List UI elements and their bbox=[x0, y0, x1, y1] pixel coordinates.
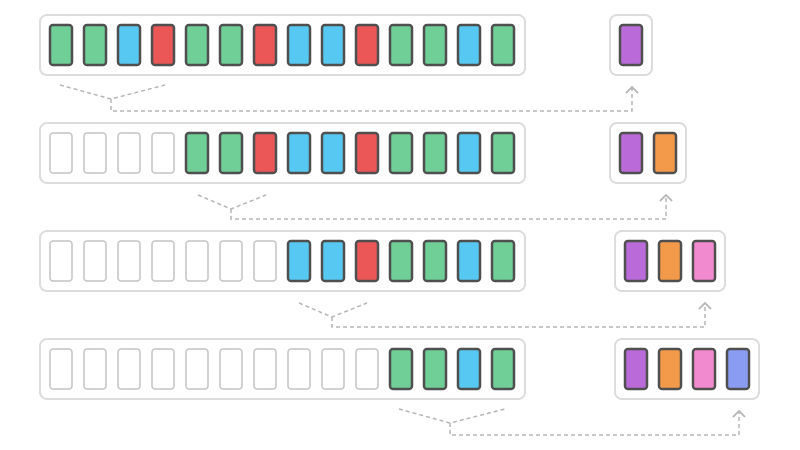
merged-token-periwinkle bbox=[725, 347, 751, 391]
merged-token-purple bbox=[623, 239, 649, 283]
arrow-up-icon bbox=[732, 409, 746, 418]
merge-bracket bbox=[59, 84, 166, 100]
token-red bbox=[252, 131, 278, 175]
arrow-up-icon bbox=[625, 85, 639, 94]
merge-connector bbox=[59, 84, 639, 112]
empty-slot bbox=[117, 348, 141, 390]
token-green bbox=[422, 23, 448, 67]
token-blue bbox=[286, 23, 312, 67]
merge-path bbox=[331, 303, 706, 328]
merged-token-orange bbox=[657, 239, 683, 283]
token-red bbox=[354, 239, 380, 283]
token-blue bbox=[456, 347, 482, 391]
token-green bbox=[82, 23, 108, 67]
token-green bbox=[490, 347, 516, 391]
token-red bbox=[354, 131, 380, 175]
merge-bracket bbox=[298, 302, 368, 318]
token-green bbox=[184, 131, 210, 175]
token-green bbox=[388, 347, 414, 391]
token-blue bbox=[320, 239, 346, 283]
arrow-up-icon bbox=[659, 193, 673, 202]
empty-slot bbox=[49, 132, 73, 174]
arrow-up-icon bbox=[698, 301, 712, 310]
token-red bbox=[354, 23, 380, 67]
token-green bbox=[388, 131, 414, 175]
empty-slot bbox=[83, 132, 107, 174]
sequence-panel bbox=[39, 338, 526, 400]
merge-step-row bbox=[39, 14, 653, 76]
output-panel bbox=[614, 338, 760, 400]
merged-token-orange bbox=[652, 131, 678, 175]
merge-connector bbox=[398, 408, 746, 436]
empty-slot bbox=[49, 348, 73, 390]
token-green bbox=[48, 23, 74, 67]
empty-slot bbox=[253, 240, 277, 282]
empty-slot bbox=[185, 348, 209, 390]
merged-token-purple bbox=[623, 347, 649, 391]
token-blue bbox=[286, 239, 312, 283]
token-green bbox=[490, 131, 516, 175]
sequence-panel bbox=[39, 122, 526, 184]
token-blue bbox=[456, 239, 482, 283]
token-green bbox=[388, 23, 414, 67]
token-green bbox=[388, 239, 414, 283]
token-green bbox=[422, 239, 448, 283]
empty-slot bbox=[151, 132, 175, 174]
empty-slot bbox=[355, 348, 379, 390]
token-red bbox=[150, 23, 176, 67]
merged-token-purple bbox=[618, 23, 644, 67]
token-blue bbox=[456, 131, 482, 175]
merge-path bbox=[230, 195, 667, 220]
empty-slot bbox=[151, 240, 175, 282]
token-blue bbox=[320, 23, 346, 67]
token-red bbox=[252, 23, 278, 67]
empty-slot bbox=[287, 348, 311, 390]
empty-slot bbox=[219, 348, 243, 390]
merged-token-purple bbox=[618, 131, 644, 175]
token-blue bbox=[320, 131, 346, 175]
empty-slot bbox=[219, 240, 243, 282]
merge-connector bbox=[197, 193, 673, 220]
token-green bbox=[422, 131, 448, 175]
token-green bbox=[218, 131, 244, 175]
empty-slot bbox=[185, 240, 209, 282]
merge-connector bbox=[298, 301, 712, 328]
merged-token-pink bbox=[691, 239, 717, 283]
empty-slot bbox=[83, 240, 107, 282]
merge-path bbox=[449, 411, 740, 436]
merge-bracket bbox=[197, 194, 267, 210]
token-green bbox=[490, 239, 516, 283]
token-green bbox=[490, 23, 516, 67]
merge-path bbox=[110, 87, 633, 112]
empty-slot bbox=[253, 348, 277, 390]
empty-slot bbox=[151, 348, 175, 390]
token-green bbox=[218, 23, 244, 67]
sequence-panel bbox=[39, 14, 526, 76]
token-green bbox=[184, 23, 210, 67]
merged-token-orange bbox=[657, 347, 683, 391]
empty-slot bbox=[49, 240, 73, 282]
token-blue bbox=[456, 23, 482, 67]
merged-token-pink bbox=[691, 347, 717, 391]
token-blue bbox=[116, 23, 142, 67]
empty-slot bbox=[321, 348, 345, 390]
merge-step-row bbox=[39, 122, 687, 184]
token-green bbox=[422, 347, 448, 391]
merge-bracket bbox=[398, 408, 506, 424]
empty-slot bbox=[117, 240, 141, 282]
empty-slot bbox=[117, 132, 141, 174]
empty-slot bbox=[83, 348, 107, 390]
merge-step-row bbox=[39, 338, 760, 400]
token-blue bbox=[286, 131, 312, 175]
sequence-panel bbox=[39, 230, 526, 292]
merge-step-row bbox=[39, 230, 726, 292]
